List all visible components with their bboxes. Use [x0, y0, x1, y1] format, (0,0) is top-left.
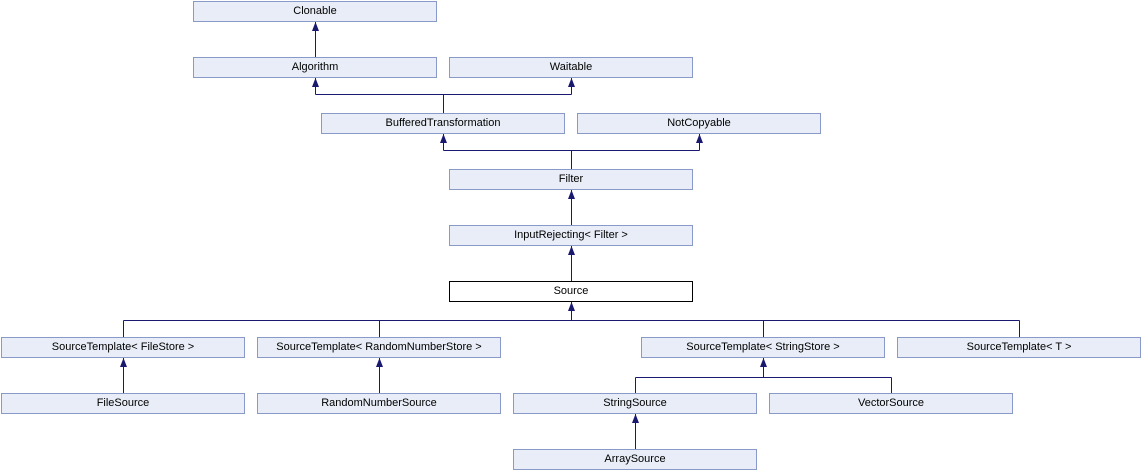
node-source-template-file-store[interactable]: SourceTemplate< FileStore >	[1, 337, 245, 358]
node-string-source[interactable]: StringSource	[513, 393, 757, 414]
node-source-template-string-store[interactable]: SourceTemplate< StringStore >	[641, 337, 885, 358]
node-clonable[interactable]: Clonable	[193, 1, 437, 22]
node-source: Source	[449, 281, 693, 302]
node-vector-source[interactable]: VectorSource	[769, 393, 1013, 414]
node-source-template-t[interactable]: SourceTemplate< T >	[897, 337, 1141, 358]
node-input-rejecting-filter[interactable]: InputRejecting< Filter >	[449, 225, 693, 246]
node-file-source[interactable]: FileSource	[1, 393, 245, 414]
node-source-template-random-number-store[interactable]: SourceTemplate< RandomNumberStore >	[257, 337, 501, 358]
node-random-number-source[interactable]: RandomNumberSource	[257, 393, 501, 414]
node-algorithm[interactable]: Algorithm	[193, 57, 437, 78]
node-waitable[interactable]: Waitable	[449, 57, 693, 78]
node-filter[interactable]: Filter	[449, 169, 693, 190]
node-not-copyable[interactable]: NotCopyable	[577, 113, 821, 134]
node-buffered-transformation[interactable]: BufferedTransformation	[321, 113, 565, 134]
node-array-source[interactable]: ArraySource	[513, 449, 757, 470]
